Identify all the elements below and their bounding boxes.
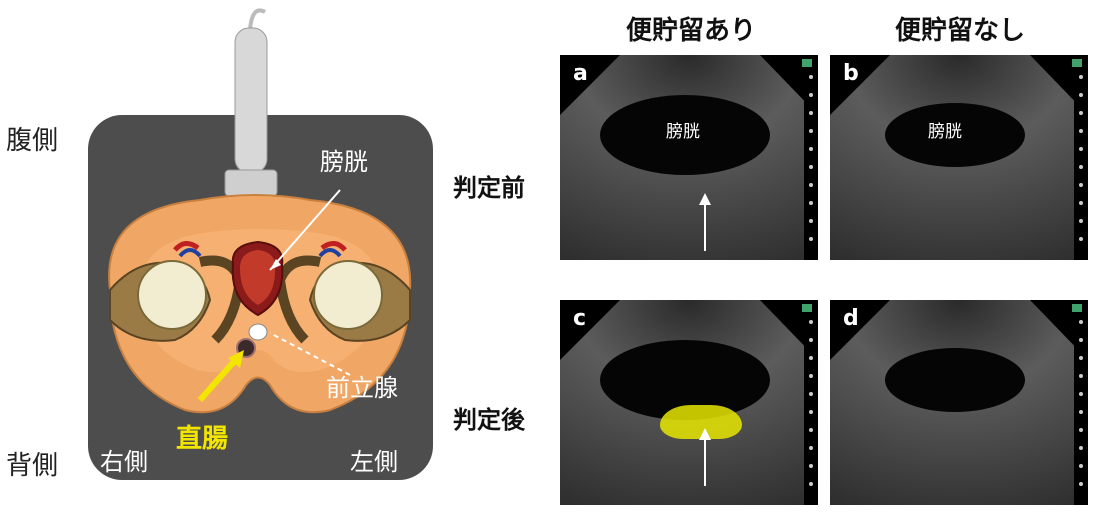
depth-scale-tick	[1079, 428, 1083, 432]
depth-scale-tick	[809, 93, 813, 97]
depth-scale-tick	[809, 428, 813, 432]
dorsal-label: 背側	[6, 445, 58, 482]
ultrasound-panel-a: a 膀胱	[560, 55, 818, 260]
panel-letter-c: c	[573, 306, 586, 331]
depth-scale-tick	[809, 201, 813, 205]
depth-scale-tick	[809, 392, 813, 396]
orientation-marker	[1072, 304, 1082, 312]
prostate-label: 前立腺	[326, 368, 398, 403]
depth-scale-tick	[1079, 338, 1083, 342]
depth-scale-tick	[809, 356, 813, 360]
depth-scale-tick	[1079, 147, 1083, 151]
white-arrow-icon	[695, 193, 715, 253]
bladder-organ-label: 膀胱	[666, 117, 700, 142]
depth-scale-tick	[809, 183, 813, 187]
depth-scale-tick	[809, 165, 813, 169]
depth-scale-tick	[1079, 320, 1083, 324]
ultrasound-panel-b: b 膀胱	[830, 55, 1088, 260]
depth-scale-tick	[809, 482, 813, 486]
right-side-label: 右側	[100, 442, 148, 477]
panel-letter-a: a	[573, 61, 588, 86]
left-side-label: 左側	[350, 442, 398, 477]
depth-scale-tick	[809, 446, 813, 450]
depth-scale-tick	[1079, 410, 1083, 414]
orientation-marker	[1072, 59, 1082, 67]
white-arrow-icon	[695, 428, 715, 488]
depth-scale-tick	[1079, 392, 1083, 396]
probe-cable	[250, 10, 265, 30]
depth-scale-tick	[1079, 464, 1083, 468]
panel-letter-d: d	[843, 306, 859, 331]
row-header-after: 判定後	[453, 400, 525, 435]
depth-scale-tick	[809, 237, 813, 241]
column-header-without-stool: 便貯留なし	[895, 10, 1025, 47]
column-header-with-stool: 便貯留あり	[626, 10, 756, 47]
depth-scale-tick	[809, 129, 813, 133]
depth-scale-tick	[809, 464, 813, 468]
depth-scale-tick	[1079, 129, 1083, 133]
bladder-organ-label: 膀胱	[928, 117, 962, 142]
depth-scale-tick	[1079, 446, 1083, 450]
orientation-marker	[802, 59, 812, 67]
depth-scale-tick	[809, 338, 813, 342]
depth-scale-tick	[1079, 93, 1083, 97]
depth-scale-tick	[1079, 374, 1083, 378]
depth-scale-tick	[809, 111, 813, 115]
depth-scale-tick	[1079, 75, 1083, 79]
depth-scale-tick	[1079, 111, 1083, 115]
row-header-before: 判定前	[453, 168, 525, 203]
rectum-label: 直腸	[176, 418, 228, 455]
ultrasound-panel-d: d	[830, 300, 1088, 505]
orientation-marker	[802, 304, 812, 312]
depth-scale-tick	[1079, 356, 1083, 360]
ventral-label: 腹側	[6, 120, 58, 157]
depth-scale-tick	[1079, 482, 1083, 486]
depth-scale-tick	[1079, 201, 1083, 205]
ultrasound-probe-icon	[225, 28, 277, 196]
depth-scale-tick	[809, 410, 813, 414]
depth-scale-tick	[809, 320, 813, 324]
panel-letter-b: b	[843, 61, 859, 86]
depth-scale-tick	[1079, 165, 1083, 169]
anatomy-svg	[80, 0, 440, 500]
bladder-label: 膀胱	[320, 142, 368, 177]
ultrasound-panel-c: c	[560, 300, 818, 505]
depth-scale-tick	[809, 374, 813, 378]
depth-scale-tick	[809, 219, 813, 223]
depth-scale-tick	[1079, 219, 1083, 223]
anatomy-diagram: 膀胱 前立腺 直腸 右側 左側	[80, 0, 440, 500]
depth-scale-tick	[809, 147, 813, 151]
depth-scale-tick	[1079, 237, 1083, 241]
depth-scale-tick	[1079, 183, 1083, 187]
depth-scale-tick	[809, 75, 813, 79]
prostate-shape	[249, 324, 267, 340]
